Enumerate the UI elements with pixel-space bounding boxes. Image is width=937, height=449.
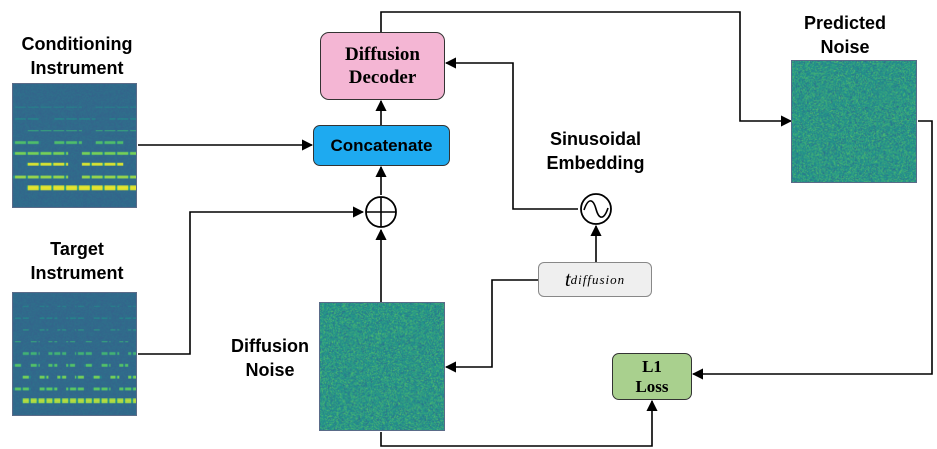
sinusoidal-embedding-label: Sinusoidal Embedding — [546, 129, 645, 173]
conditioning-spectrogram-image — [12, 83, 137, 208]
target-spectrogram-image — [12, 292, 137, 416]
t-diffusion-subscript: diffusion — [570, 271, 626, 287]
arrow-decoder-to-predicted — [380, 11, 793, 127]
arrow-predicted-to-loss — [691, 120, 933, 380]
sine-wave-icon — [580, 193, 612, 225]
arrow-target-to-sum — [138, 206, 365, 355]
arrow-sine-to-decoder — [444, 57, 578, 210]
t-diffusion-base: t — [564, 267, 571, 291]
diffusion-noise-label: Diffusion Noise — [231, 336, 309, 380]
predicted-noise-image — [791, 60, 917, 183]
target-instrument-label: Target Instrument — [30, 239, 124, 283]
diffusion-decoder-block: Diffusion Decoder — [320, 32, 445, 100]
concatenate-block: Concatenate — [313, 125, 450, 166]
predicted-noise-label: Predicted Noise — [803, 13, 887, 57]
circle-plus-icon — [365, 196, 397, 228]
l1-loss-block: L1 Loss — [612, 353, 692, 400]
conditioning-instrument-label: Conditioning Instrument — [21, 34, 133, 78]
diffusion-noise-image — [319, 302, 445, 431]
arrow-noise-to-loss — [380, 399, 658, 447]
arrow-t-to-noise — [444, 279, 538, 373]
